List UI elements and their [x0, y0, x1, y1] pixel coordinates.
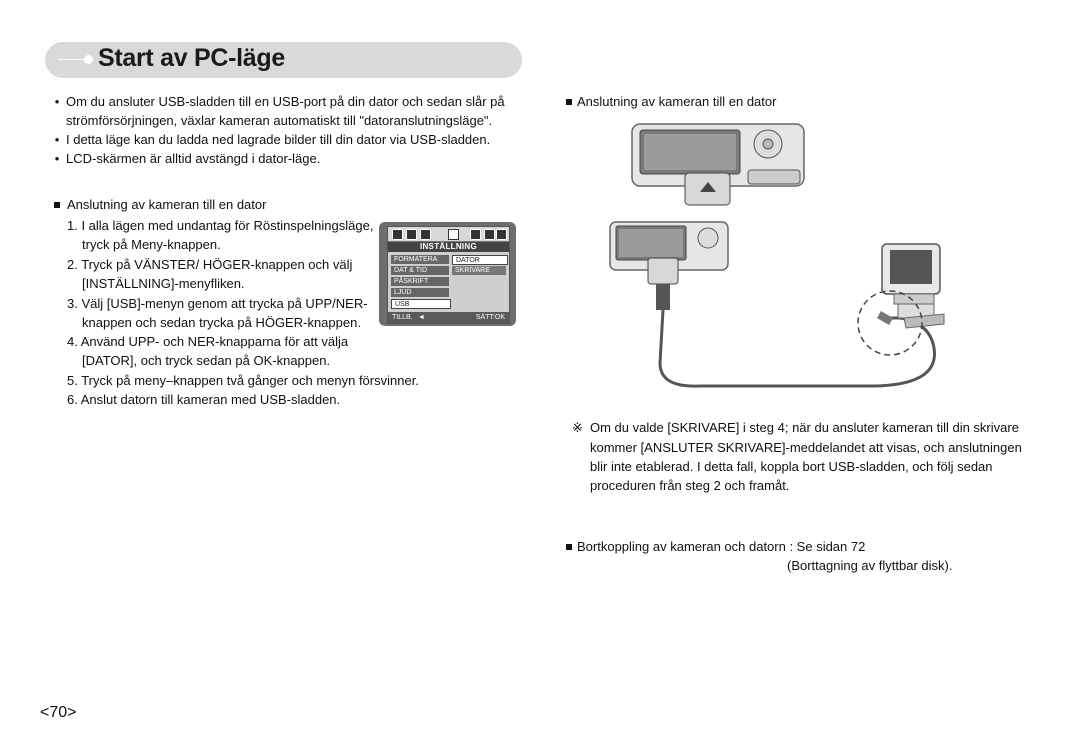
bullet-mark: •: [54, 94, 60, 109]
key-tab-icon: [484, 229, 495, 240]
step-6: 6. Anslut datorn till kameran med USB-sl…: [67, 392, 341, 407]
camera-top-icon: [631, 123, 805, 206]
intro-line-4: LCD-skärmen är alltid avstängd i dator-l…: [66, 151, 321, 166]
lcd-item-dat-tid: DAT & TID: [391, 266, 449, 275]
page-title: Start av PC-läge: [98, 44, 285, 72]
square-bullet-icon: [54, 202, 60, 208]
lcd-tab-icons: [388, 227, 509, 242]
lcd-item-ljud: LJUD: [391, 288, 449, 297]
square-bullet-icon: [566, 544, 572, 550]
step-4: 4. Använd UPP- och NER-knapparna för att…: [67, 334, 349, 349]
note-mark: ※: [572, 420, 583, 435]
note-line-2: kommer [ANSLUTER SKRIVARE]-meddelandet a…: [590, 440, 1022, 455]
step-1-cont: tryck på Meny-knappen.: [82, 237, 221, 252]
computer-icon: [881, 243, 945, 329]
lcd-footer: TILLB. ◄ SÄTT:OK: [388, 312, 509, 323]
intro-line-2: strömförsörjningen, växlar kameran autom…: [66, 113, 493, 128]
right-heading: Anslutning av kameran till en dator: [577, 94, 777, 109]
disconnect-line-2: (Borttagning av flyttbar disk).: [787, 558, 953, 573]
lcd-footer-ok: SÄTT:OK: [475, 314, 505, 321]
step-5: 5. Tryck på meny–knappen två gånger och …: [67, 373, 419, 388]
steps-heading: Anslutning av kameran till en dator: [67, 197, 267, 212]
intro-line-3: I detta läge kan du ladda ned lagrade bi…: [66, 132, 491, 147]
mode-tab-icon: [406, 229, 417, 240]
note-line-1: Om du valde [SKRIVARE] i steg 4; när du …: [590, 420, 1019, 435]
bullet-mark: •: [54, 151, 60, 166]
camera-bottom-icon: [609, 221, 729, 310]
step-4-cont: [DATOR], och tryck sedan på OK-knappen.: [82, 353, 331, 368]
lcd-option-skrivare: SKRIVARE: [452, 266, 506, 275]
title-decoration-line: [58, 59, 88, 60]
lcd-footer-back: TILLB.: [392, 314, 413, 321]
print-tab-icon: [470, 229, 481, 240]
lcd-menu-screen: INSTÄLLNING FORMATERA DAT & TID PÅSKRIFT…: [379, 222, 516, 326]
display-tab-icon: [420, 229, 431, 240]
step-2: 2. Tryck på VÄNSTER/ HÖGER-knappen och v…: [67, 257, 353, 272]
lcd-menu-heading: INSTÄLLNING: [388, 242, 509, 252]
lcd-item-paskrift: PÅSKRIFT: [391, 277, 449, 286]
disconnect-line-1: Bortkoppling av kameran och datorn : Se …: [577, 539, 866, 554]
step-1: 1. I alla lägen med undantag för Röstins…: [67, 218, 374, 233]
lcd-item-usb: USB: [391, 299, 451, 309]
camera-usb-connection-illustration: [609, 123, 945, 388]
intro-line-1: Om du ansluter USB-sladden till en USB-p…: [66, 94, 505, 109]
grid-tab-icon: [496, 229, 507, 240]
note-line-3: blir inte etablerad. I detta fall, koppl…: [590, 459, 993, 474]
step-2-cont: [INSTÄLLNING]-menyfliken.: [82, 276, 245, 291]
title-decoration-dot: [84, 55, 93, 64]
step-3: 3. Välj [USB]-menyn genom att trycka på …: [67, 296, 368, 311]
bullet-mark: •: [54, 132, 60, 147]
left-arrow-icon: ◄: [418, 314, 425, 321]
square-bullet-icon: [566, 99, 572, 105]
lcd-item-formatera: FORMATERA: [391, 255, 449, 264]
lcd-option-dator: DATOR: [452, 255, 508, 265]
camera-tab-icon: [392, 229, 403, 240]
step-3-cont: knappen och sedan trycka på HÖGER-knappe…: [82, 315, 361, 330]
usb-cable: [658, 309, 936, 388]
setup-tab-icon: [448, 229, 459, 240]
title-bar: [45, 42, 522, 78]
note-line-4: proceduren från steg 2 och framåt.: [590, 478, 790, 493]
page-number: <70>: [40, 704, 77, 721]
